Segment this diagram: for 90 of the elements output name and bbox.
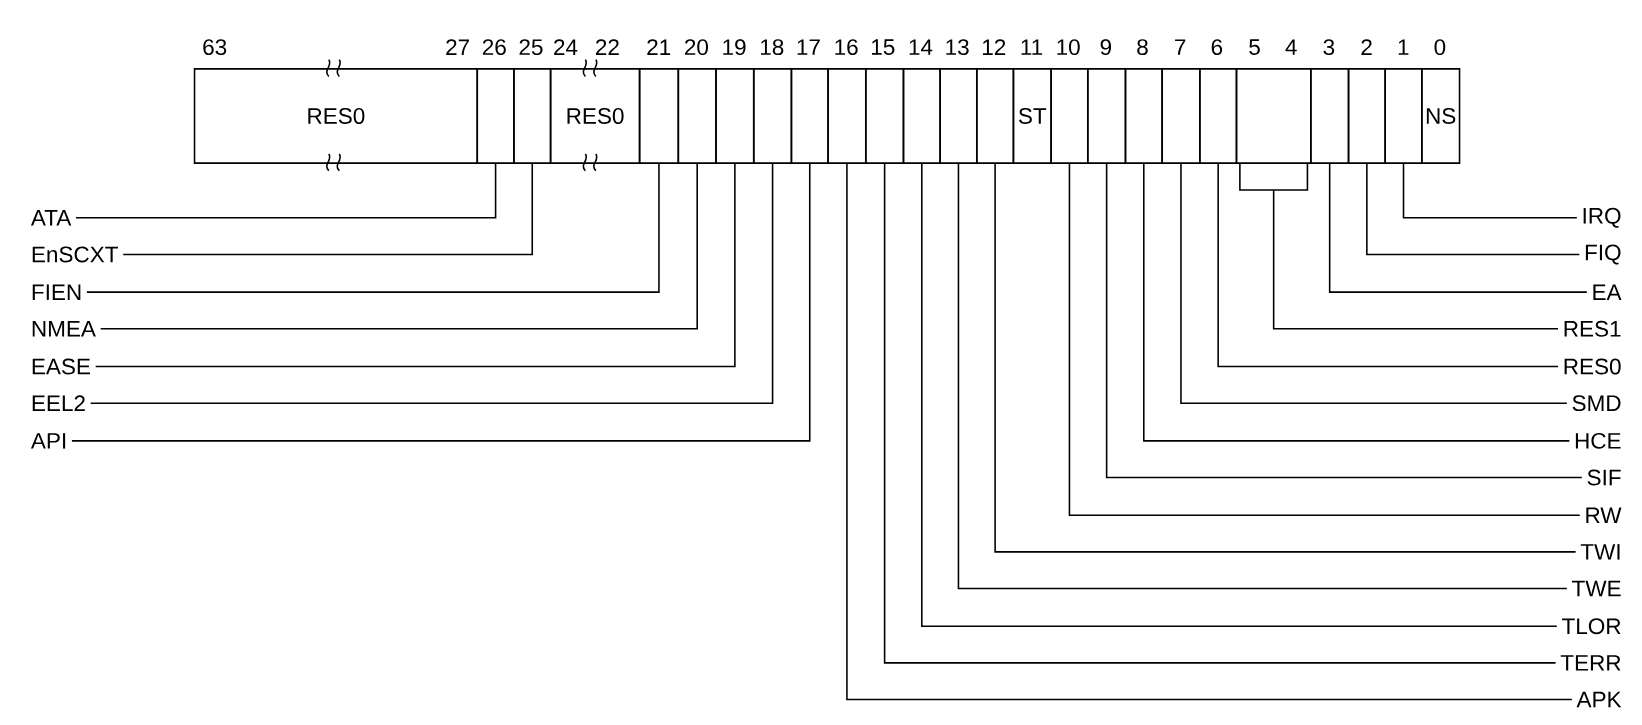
register-field: NS — [1421, 68, 1461, 165]
leader-line — [1143, 163, 1571, 442]
leader-line — [94, 163, 736, 368]
leader-line — [1217, 163, 1559, 368]
field-name: RW — [1586, 507, 1622, 524]
bit-number: 3 — [1323, 39, 1335, 56]
field-name: TWE — [1572, 580, 1621, 597]
register-field: ST — [1012, 68, 1052, 165]
register-field: RES0 — [193, 68, 479, 165]
leader-line — [1068, 163, 1581, 517]
bit-number: 27 — [446, 39, 469, 56]
register-bit-cell — [677, 68, 717, 165]
leader-line — [99, 163, 698, 330]
field-name: IRQ — [1583, 208, 1621, 228]
field-name: APK — [1576, 691, 1622, 708]
field-name: TLOR — [1562, 618, 1621, 635]
bit-number: 15 — [872, 39, 895, 56]
bit-number: 9 — [1100, 39, 1112, 56]
bit-number: 0 — [1434, 39, 1446, 56]
leader-line — [994, 163, 1577, 553]
leader-line — [1239, 163, 1559, 330]
field-name: NMEA — [32, 321, 96, 337]
register-bit-cell — [939, 68, 978, 165]
field-name: SIF — [1587, 469, 1621, 486]
register-bit-cell — [1235, 68, 1312, 165]
leader-line — [1402, 163, 1578, 219]
leader-line — [122, 163, 534, 256]
leader-line — [75, 163, 497, 219]
field-name: RES0 — [1564, 358, 1621, 375]
register-bit-cell — [1087, 68, 1127, 165]
leader-line — [1366, 163, 1581, 256]
leader-line — [86, 163, 660, 294]
bit-number: 8 — [1137, 39, 1148, 56]
bit-number: 5 — [1249, 39, 1260, 56]
register-bit-cell — [1347, 68, 1386, 165]
field-name: FIQ — [1585, 244, 1621, 265]
bit-number: 7 — [1175, 39, 1186, 56]
register-bit-cell — [715, 68, 755, 165]
field-name: EnSCXT — [32, 246, 118, 263]
leader-line — [71, 163, 811, 442]
register-bit-cell — [1310, 68, 1350, 165]
bit-number: 13 — [946, 39, 969, 56]
register-bit-cell — [827, 68, 867, 165]
register-bit-cell — [790, 68, 829, 165]
bit-number: 12 — [983, 39, 1006, 56]
bit-number: 25 — [519, 39, 543, 56]
register-bit-cell — [1050, 68, 1089, 165]
bit-number: 17 — [797, 39, 820, 56]
register-field: RES0 — [549, 68, 641, 165]
bit-number: 10 — [1057, 39, 1080, 56]
leader-line — [1328, 163, 1588, 294]
field-name: EASE — [32, 358, 90, 375]
field-name: TERR — [1560, 655, 1621, 671]
field-name: HCE — [1575, 433, 1621, 449]
leader-line — [1105, 163, 1583, 479]
register-bit-cell — [1161, 68, 1201, 165]
field-name: EA — [1593, 284, 1622, 301]
register-bit-cell — [865, 68, 905, 165]
register-bit-cell — [513, 68, 552, 165]
bit-number: 6 — [1211, 39, 1223, 56]
bit-number: 21 — [647, 39, 671, 56]
register-bit-cell — [1199, 68, 1238, 165]
leader-line — [89, 163, 774, 405]
field-name: SMD — [1572, 395, 1621, 412]
field-name: API — [30, 433, 66, 449]
bit-number: 1 — [1398, 39, 1409, 56]
register-bit-cell — [1384, 68, 1423, 165]
field-name: EEL2 — [32, 395, 85, 412]
register-bit-cell — [638, 68, 680, 165]
bit-number: 26 — [482, 39, 506, 56]
bit-number: 16 — [835, 39, 858, 56]
bit-number: 24 — [554, 39, 578, 56]
field-name: FIEN — [32, 284, 81, 301]
bit-number: 20 — [685, 39, 708, 56]
bit-number: 18 — [761, 39, 784, 56]
register-bit-cell — [976, 68, 1015, 165]
register-bit-cell — [752, 68, 793, 165]
register-bit-cell — [1124, 68, 1163, 165]
field-name: RES1 — [1564, 321, 1621, 337]
register-bit-cell — [902, 68, 941, 165]
register-bit-cell — [476, 68, 515, 165]
field-name: ATA — [30, 210, 72, 226]
field-name: TWI — [1580, 544, 1620, 560]
bit-number: 4 — [1285, 39, 1297, 56]
bit-number: 22 — [596, 39, 619, 56]
bit-number: 19 — [723, 39, 746, 56]
bit-number: 2 — [1361, 39, 1372, 56]
bit-number: 14 — [909, 39, 933, 56]
leader-line — [1180, 163, 1568, 405]
bit-number: 11 — [1021, 39, 1043, 56]
